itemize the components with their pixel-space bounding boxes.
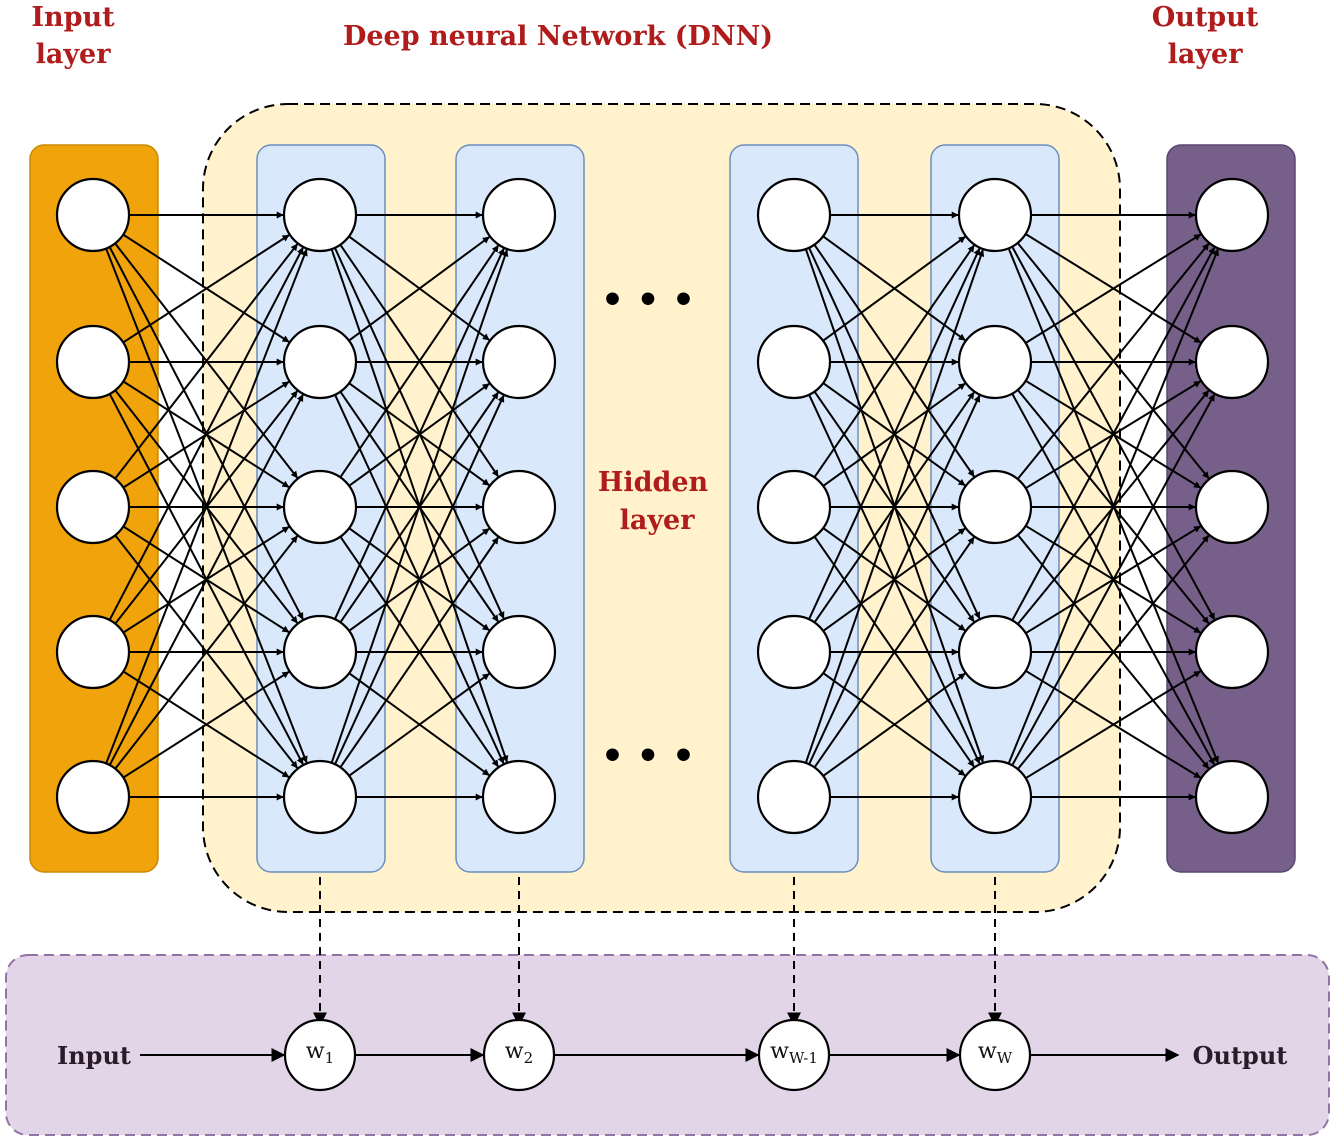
hidden-layer-label-line2: layer (620, 505, 696, 536)
edge-c1n2-c2n0 (339, 245, 500, 478)
hidden-neuron-c2-4 (481, 614, 557, 690)
weight-node-3 (757, 1018, 831, 1092)
output-neuron-c5-1 (1194, 177, 1270, 253)
hidden-neuron-c1-1 (282, 177, 358, 253)
output-layer-label-line1: Output (1152, 2, 1259, 33)
hidden-neuron-c2-1 (481, 177, 557, 253)
input-neuron-c0-4 (55, 614, 131, 690)
output-neuron-c5-3 (1194, 469, 1270, 545)
input-neuron-c0-3 (55, 469, 131, 545)
output-neuron-c5-4 (1194, 614, 1270, 690)
edge-c3n2-c4n0 (813, 244, 975, 478)
ellipsis-top: • • • (601, 280, 695, 321)
neuron-nodes (55, 177, 1270, 835)
hidden-neuron-c3-2 (756, 324, 832, 400)
input-layer-label-line2: layer (36, 39, 112, 70)
input-layer-label-line1: Input (31, 2, 115, 33)
edge-c3n4-c4n1 (808, 394, 981, 765)
weight-label-1: w1 (306, 1039, 334, 1067)
weight-label-4: wW (978, 1039, 1013, 1067)
weight-label-2: w2 (505, 1039, 533, 1067)
hidden-neuron-c1-3 (282, 469, 358, 545)
hidden-neuron-c2-3 (481, 469, 557, 545)
hidden-neuron-c4-3 (957, 469, 1033, 545)
ellipsis-bottom: • • • (601, 736, 695, 777)
input-neuron-c0-2 (55, 324, 131, 400)
hidden-neuron-c4-2 (957, 324, 1033, 400)
edge-c1n4-c2n2 (339, 536, 499, 768)
hidden-neuron-c2-5 (481, 759, 557, 835)
hidden-neuron-c3-4 (756, 614, 832, 690)
hidden-neuron-c4-5 (957, 759, 1033, 835)
edge-c0n2-c1n0 (114, 243, 299, 480)
output-neuron-c5-2 (1194, 324, 1270, 400)
edge-c4n4-c5n1 (1011, 393, 1216, 766)
edge-c0n4-c1n2 (114, 535, 298, 770)
edge-c1n4-c2n3 (348, 672, 490, 777)
output-layer-label-line2: layer (1168, 39, 1244, 70)
weight-node-2 (482, 1018, 556, 1092)
hidden-neuron-c3-5 (756, 759, 832, 835)
edge-c4n4-c5n3 (1025, 670, 1201, 780)
edge-c4n2-c5n0 (1016, 243, 1210, 480)
hidden-neuron-c1-2 (282, 324, 358, 400)
hidden-neuron-c3-3 (756, 469, 832, 545)
input-neuron-c0-1 (55, 177, 131, 253)
edge-c0n4-c1n0 (105, 248, 308, 764)
edge-c1n4-c2n1 (334, 394, 505, 765)
input-neuron-c0-5 (55, 759, 131, 835)
weight-chain-region (5, 954, 1330, 1136)
edge-c3n4-c4n0 (804, 249, 985, 764)
hidden-layer-label-line1: Hidden (598, 467, 709, 498)
weight-label-3: wW-1 (770, 1039, 818, 1067)
edge-c4n4-c5n2 (1017, 534, 1210, 770)
chain-input-label: Input (57, 1041, 131, 1070)
hidden-neuron-c3-1 (756, 177, 832, 253)
edge-c1n1-c2n0 (348, 236, 490, 342)
edge-c1n3-c2n0 (333, 248, 505, 620)
chain-output-label: Output (1193, 1041, 1288, 1070)
hidden-neuron-c2-2 (481, 324, 557, 400)
weight-node-4 (958, 1018, 1032, 1092)
edge-c0n3-c1n0 (108, 247, 304, 621)
connection-edges (105, 211, 1219, 801)
edge-c3n1-c4n0 (822, 235, 966, 342)
edge-c0n1-c1n0 (122, 234, 290, 344)
hidden-neuron-c4-1 (957, 177, 1033, 253)
dnn-title: Deep neural Network (DNN) (343, 21, 773, 52)
output-neuron-c5-5 (1194, 759, 1270, 835)
edge-c0n4-c1n3 (122, 671, 290, 779)
weight-node-1 (283, 1018, 357, 1092)
edge-c0n4-c1n1 (108, 394, 304, 766)
edge-c4n4-c5n0 (1007, 248, 1219, 765)
edge-c4n1-c5n0 (1025, 233, 1202, 344)
edge-c1n4-c2n0 (330, 249, 509, 764)
edge-c4n3-c5n0 (1011, 246, 1216, 621)
edge-c3n3-c4n0 (808, 247, 981, 620)
hidden-neuron-c4-4 (957, 614, 1033, 690)
hidden-neuron-c1-4 (282, 614, 358, 690)
edge-c3n4-c4n3 (822, 672, 966, 777)
hidden-neuron-c1-5 (282, 759, 358, 835)
edge-c3n4-c4n2 (813, 536, 975, 768)
